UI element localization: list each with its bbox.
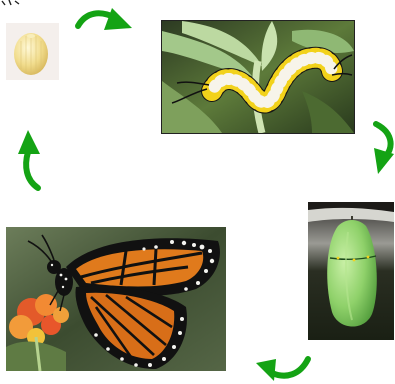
caterpillar-photo: [162, 21, 354, 133]
arrow-caterpillar-to-chrysalis: [372, 120, 395, 176]
arrow-chrysalis-to-butterfly: [254, 353, 312, 383]
curved-arrow-icon: [74, 6, 134, 32]
corner-fragment: [0, 0, 22, 6]
butterfly-photo: [6, 227, 226, 371]
egg-photo: [6, 23, 59, 80]
curved-arrow-icon: [254, 353, 312, 383]
curved-arrow-icon: [372, 120, 395, 176]
chrysalis-photo: [308, 202, 394, 340]
arrow-butterfly-to-egg: [14, 128, 44, 192]
curved-arrow-icon: [14, 128, 44, 192]
arrow-egg-to-caterpillar: [74, 6, 134, 32]
